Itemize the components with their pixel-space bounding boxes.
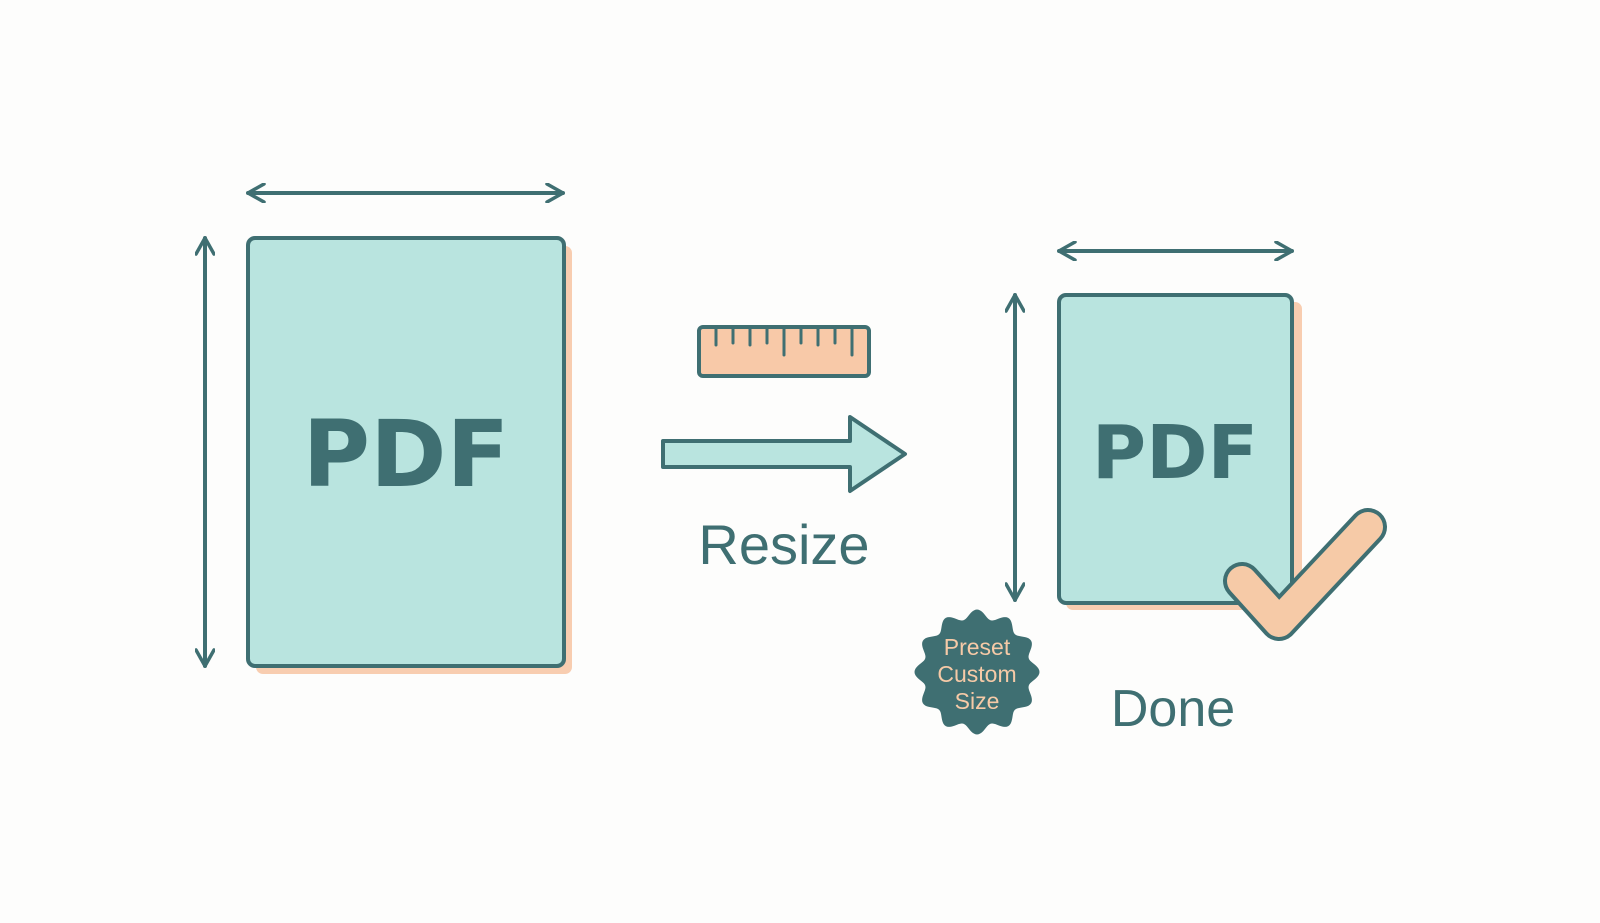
source-pdf-label: PDF	[303, 401, 510, 508]
result-pdf-document: PDF	[1057, 293, 1302, 610]
preset-custom-size-badge: Preset Custom Size	[914, 609, 1040, 735]
source-pdf-page	[246, 236, 566, 668]
badge-scalloped-shape	[914, 609, 1040, 735]
done-label: Done	[1111, 680, 1235, 738]
check-icon	[1223, 508, 1387, 641]
source-pdf-document: PDF	[246, 236, 572, 674]
resize-label: Resize	[698, 513, 869, 576]
result-pdf-label: PDF	[1092, 410, 1258, 496]
badge-line-2: Custom	[937, 661, 1016, 687]
result-pdf-page	[1057, 293, 1294, 605]
badge-line-3: Size	[955, 688, 1000, 714]
right-arrow-icon	[661, 415, 907, 493]
badge-line-1: Preset	[944, 634, 1011, 660]
ruler-icon	[697, 325, 871, 378]
